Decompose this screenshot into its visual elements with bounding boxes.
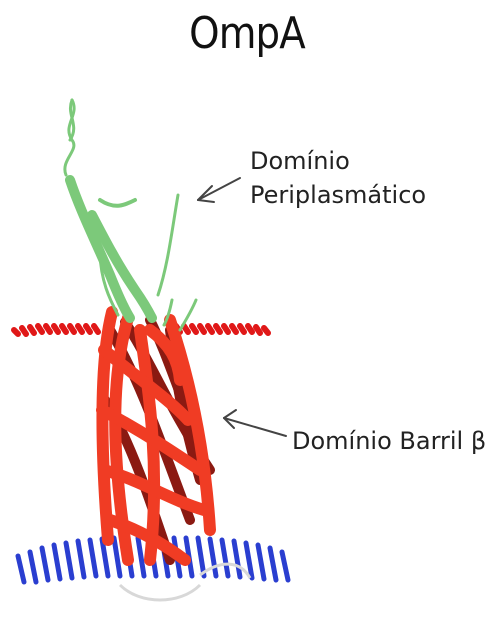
barrel-domain-label: Domínio Barril β bbox=[292, 424, 486, 458]
periplasmic-label-line-1: Domínio bbox=[250, 144, 426, 178]
bottom-loops bbox=[120, 564, 250, 600]
periplasmic-label-line-2: Periplasmático bbox=[250, 178, 426, 212]
periplasmic-domain bbox=[65, 100, 196, 330]
arrow-left-icon bbox=[224, 410, 286, 436]
arrow-left-icon bbox=[198, 178, 240, 202]
periplasmic-domain-label: Domínio Periplasmático bbox=[250, 144, 426, 212]
